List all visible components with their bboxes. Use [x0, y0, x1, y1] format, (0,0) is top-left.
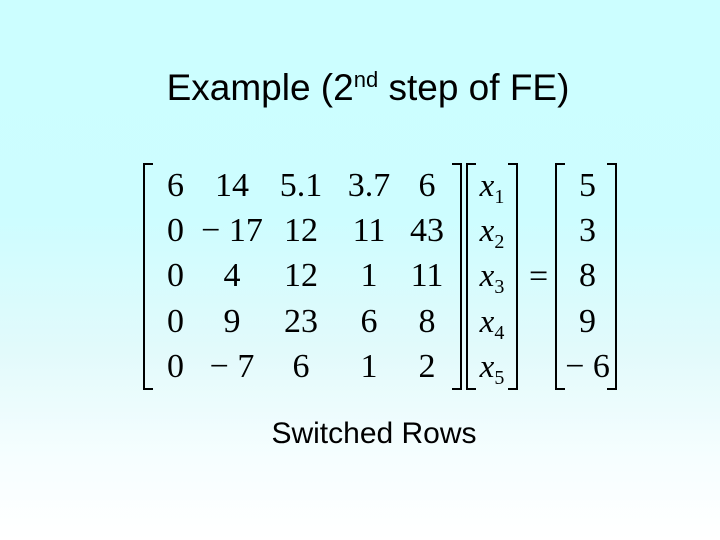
matrix-cell: 23: [284, 302, 318, 340]
right-bracket: [508, 163, 518, 390]
matrix-equation: 6 14 5.1 3.7 6 0 − 17 12 11 43 0 4 12 1 …: [143, 163, 618, 390]
x-symbol: x: [479, 303, 495, 340]
caption-switched-rows: Switched Rows: [271, 417, 477, 450]
x-symbol: x: [479, 349, 495, 386]
matrix-cell: 12: [284, 257, 318, 295]
matrix-cell: − 7: [209, 348, 255, 386]
x-subscript: 1: [494, 185, 505, 208]
coefficient-matrix: 6 14 5.1 3.7 6 0 − 17 12 11 43 0 4 12 1 …: [143, 163, 462, 390]
matrix-cell: 11: [352, 212, 386, 250]
unknown-vector-grid: x1 x2 x3 x4 x5: [476, 163, 508, 390]
x-subscript: 5: [494, 367, 505, 390]
x-subscript: 3: [494, 276, 505, 299]
x-vector-entry: x3: [479, 257, 505, 299]
x-subscript: 2: [494, 231, 505, 254]
matrix-cell: 11: [410, 257, 444, 295]
matrix-cell: − 17: [201, 212, 263, 250]
rhs-entry: 8: [579, 257, 597, 295]
matrix-cell: 12: [284, 212, 318, 250]
matrix-cell: 0: [167, 212, 184, 250]
matrix-cell: 5.1: [279, 166, 323, 204]
title-suffix: step of FE): [378, 67, 570, 108]
matrix-cell: 0: [167, 257, 184, 295]
matrix-grid: 6 14 5.1 3.7 6 0 − 17 12 11 43 0 4 12 1 …: [153, 163, 452, 390]
matrix-cell: 0: [167, 302, 184, 340]
matrix-cell: 1: [360, 348, 378, 386]
left-bracket: [466, 163, 476, 390]
right-bracket: [452, 163, 462, 390]
matrix-cell: 9: [223, 302, 241, 340]
matrix-cell: 1: [360, 257, 378, 295]
x-symbol: x: [479, 167, 495, 204]
title-superscript: nd: [353, 67, 379, 92]
matrix-cell: 6: [418, 166, 436, 204]
matrix-cell: 6: [292, 348, 310, 386]
matrix-cell: 6: [167, 166, 184, 204]
unknown-vector: x1 x2 x3 x4 x5: [466, 163, 518, 390]
right-bracket: [607, 163, 618, 390]
x-symbol: x: [479, 213, 495, 250]
x-symbol: x: [479, 258, 495, 295]
equals-sign: =: [529, 257, 549, 295]
rhs-entry: 5: [579, 166, 597, 204]
rhs-entry: 9: [579, 302, 597, 340]
matrix-cell: 8: [418, 302, 436, 340]
left-bracket: [555, 163, 566, 390]
rhs-vector: 5 3 8 9 − 6: [555, 163, 618, 390]
x-vector-entry: x1: [479, 167, 505, 208]
matrix-cell: 3.7: [347, 166, 391, 204]
matrix-cell: 4: [223, 257, 241, 295]
matrix-cell: 2: [418, 348, 436, 386]
matrix-cell: 43: [410, 212, 444, 250]
x-vector-entry: x4: [479, 303, 505, 344]
rhs-vector-grid: 5 3 8 9 − 6: [565, 163, 610, 390]
x-vector-entry: x5: [479, 348, 505, 390]
slide-title: Example (2nd step of FE): [0, 58, 720, 110]
matrix-cell: 6: [360, 302, 378, 340]
x-subscript: 4: [494, 321, 505, 344]
left-bracket: [143, 163, 153, 390]
rhs-entry: 3: [579, 212, 597, 250]
matrix-cell: 14: [215, 166, 249, 204]
rhs-entry: − 6: [565, 348, 610, 386]
x-vector-entry: x2: [479, 212, 505, 254]
title-prefix: Example (2: [166, 67, 354, 108]
matrix-cell: 0: [167, 348, 184, 386]
